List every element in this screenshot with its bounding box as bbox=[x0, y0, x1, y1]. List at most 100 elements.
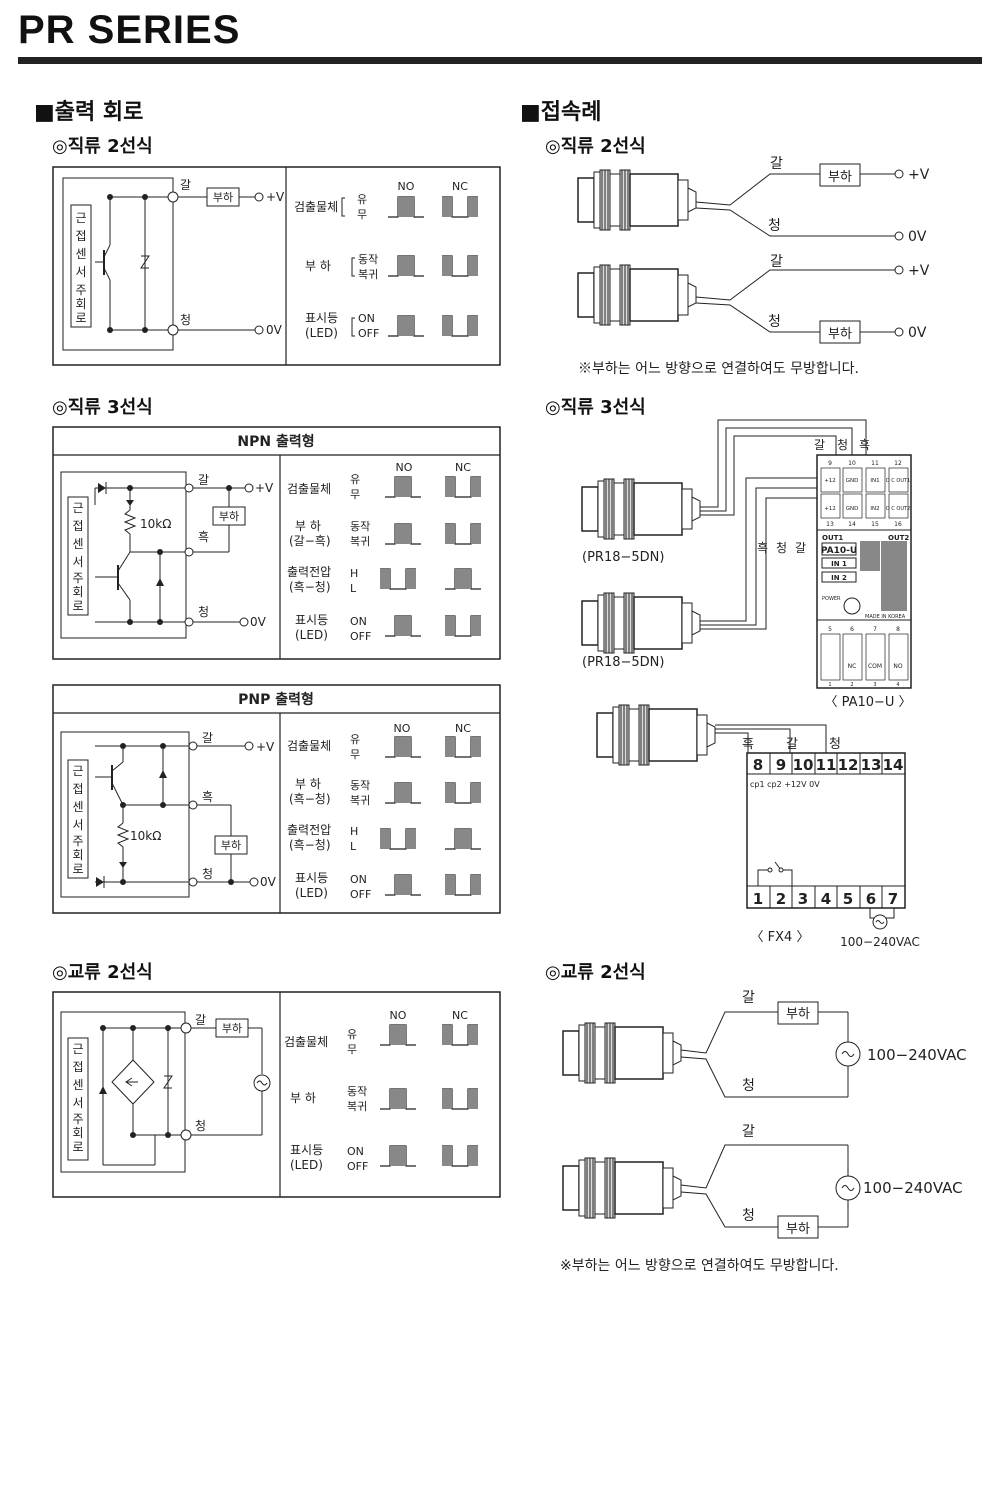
ac2-labels: 근 접 센 서 주 회 로 갈 청 부하 NO NC 검출물체 유 무 부 하 … bbox=[72, 1009, 468, 1173]
conn-ac2 bbox=[562, 1001, 861, 1239]
ac-op: 동작 bbox=[347, 1085, 367, 1098]
terminal-label: 14 bbox=[848, 521, 856, 528]
terminal-label: O C OUT1 bbox=[886, 478, 910, 484]
ac-noobj: 무 bbox=[347, 1043, 357, 1056]
section-output-circuit: ■출력 회로 bbox=[34, 100, 144, 125]
pnp-load: 부하 bbox=[221, 838, 241, 852]
subhead-ac2-right: ◎교류 2선식 bbox=[545, 962, 646, 983]
model-2: (PR18−5DN) bbox=[582, 655, 664, 670]
conn1-zerov: 0V bbox=[908, 229, 927, 245]
sensor-char-3: 센 bbox=[75, 247, 86, 261]
pnp-h: H bbox=[350, 825, 358, 838]
fx4-supply: 100−240VAC bbox=[840, 935, 920, 949]
npn-h: H bbox=[350, 567, 358, 580]
sensor-char-1: 근 bbox=[75, 211, 86, 225]
conn-note-2: ※부하는 어느 방향으로 연결하여도 무방합니다. bbox=[560, 1258, 839, 1274]
npn-zerov: 0V bbox=[250, 615, 267, 629]
ind-on: ON bbox=[358, 312, 375, 325]
pnp-sensor-7: 로 bbox=[72, 862, 83, 876]
terminal-label: 8 bbox=[753, 756, 763, 774]
terminal-label: O C OUT2 bbox=[886, 506, 910, 512]
ac-sensor-1: 근 bbox=[72, 1042, 83, 1056]
pnp-panel bbox=[52, 684, 501, 914]
subhead-dc3-left: ◎직류 3선식 bbox=[52, 397, 153, 418]
terminal-label: MADE IN KOREA bbox=[865, 614, 906, 620]
terminal-label: 3 bbox=[798, 890, 808, 908]
pnp-loadrow: 부 하 bbox=[295, 777, 321, 791]
terminal-label: 10 bbox=[793, 756, 814, 774]
pnp-l: L bbox=[350, 840, 357, 853]
ac-sensor-5: 주 bbox=[72, 1112, 83, 1126]
load-op: 동작 bbox=[358, 253, 378, 266]
subhead-dc3-right: ◎직류 3선식 bbox=[545, 397, 646, 418]
pnp-no: NO bbox=[394, 722, 411, 735]
terminal-label: 11 bbox=[871, 460, 879, 467]
terminal-label: 12 bbox=[838, 756, 859, 774]
fx-brown: 갈 bbox=[786, 737, 798, 752]
conn-labels: 갈 부하 +V 청 0V 갈 +V 청 부하 0V ※부하는 어느 방향으로 연… bbox=[560, 156, 967, 1274]
npn-sensor-7: 로 bbox=[72, 599, 83, 613]
npn-l: L bbox=[350, 582, 357, 595]
npn-loadrow: 부 하 bbox=[295, 519, 321, 533]
ac-detect: 검출물체 bbox=[284, 1035, 328, 1049]
npn-outv: 출력전압 bbox=[287, 565, 331, 579]
conn-dc2 bbox=[577, 163, 904, 344]
terminal-label: 16 bbox=[894, 521, 902, 528]
npn-op: 동작 bbox=[350, 520, 370, 533]
led-label: (LED) bbox=[305, 326, 338, 340]
pnp-labels: PNP 출력형 근 접 센 서 주 회 로 10kΩ 갈 흑 청 부하 +V 0… bbox=[72, 691, 471, 901]
pnp-sensor-1: 근 bbox=[72, 764, 83, 778]
ac-conn1-load: 부하 bbox=[786, 1007, 810, 1022]
pnp-blue: 청 bbox=[202, 867, 213, 881]
terminal-label: 2 bbox=[776, 890, 786, 908]
terminal-label: 4 bbox=[821, 890, 831, 908]
pnp-plusv: +V bbox=[256, 740, 275, 754]
npn-blue: 청 bbox=[198, 605, 209, 619]
pnp-sensor-3: 센 bbox=[72, 800, 83, 814]
ac-conn1-brown: 갈 bbox=[742, 990, 755, 1006]
ac-on: ON bbox=[347, 1145, 364, 1158]
npn-detect: 검출물체 bbox=[287, 482, 331, 496]
ac-off: OFF bbox=[347, 1160, 368, 1173]
pnp-detect: 검출물체 bbox=[287, 739, 331, 753]
pnp-on: ON bbox=[350, 873, 367, 886]
terminal-label: 5 bbox=[828, 626, 832, 633]
ac-indicator: 표시등 bbox=[290, 1143, 323, 1157]
terminal-label: 6 bbox=[866, 890, 876, 908]
pa10-model: PA10-U bbox=[821, 546, 857, 556]
npn-brown: 갈 bbox=[198, 473, 209, 487]
page-title: PR SERIES bbox=[18, 8, 241, 52]
pnp-sensor-2: 접 bbox=[72, 782, 83, 796]
terminal-label: 1 bbox=[828, 682, 831, 688]
pnp-title: PNP 출력형 bbox=[238, 691, 314, 708]
terminal-label: GND bbox=[846, 506, 859, 512]
pnp-res: 10kΩ bbox=[130, 829, 161, 843]
terminal-label: 7 bbox=[873, 626, 877, 633]
ac-sensor-6: 회 bbox=[72, 1126, 83, 1140]
ac-brown: 갈 bbox=[195, 1013, 206, 1027]
terminal-label: 12 bbox=[894, 460, 902, 467]
npn-sensor-6: 회 bbox=[72, 585, 83, 599]
pnp-led: (LED) bbox=[295, 886, 328, 900]
ac-rst: 복귀 bbox=[347, 1100, 367, 1113]
conn2-blue: 청 bbox=[768, 314, 781, 330]
load-rst: 복귀 bbox=[358, 268, 378, 281]
ac-conn1-blue: 청 bbox=[742, 1078, 755, 1094]
ac-sensor-3: 센 bbox=[72, 1078, 83, 1092]
subhead-dc2-left: ◎직류 2선식 bbox=[52, 136, 153, 157]
pnp-off: OFF bbox=[350, 888, 371, 901]
terminal-label: OUT2 bbox=[888, 534, 909, 542]
conn2-plusv: +V bbox=[908, 263, 930, 279]
terminal-label: +12 bbox=[824, 506, 836, 512]
terminal-label: NO bbox=[893, 663, 902, 670]
load-row-label: 부 하 bbox=[305, 259, 331, 273]
pa-blue-2: 청 bbox=[776, 541, 787, 555]
detect-no: 무 bbox=[357, 208, 367, 221]
ac-sensor-4: 서 bbox=[72, 1096, 83, 1110]
npn-labels: NPN 출력형 근 접 센 서 주 회 로 10kΩ 갈 흑 청 부하 +V 0… bbox=[72, 433, 471, 643]
pa-black: 흑 bbox=[859, 438, 870, 452]
conn-dc3 bbox=[581, 419, 912, 930]
ac-led: (LED) bbox=[290, 1158, 323, 1172]
npn-nc: NC bbox=[455, 461, 471, 474]
sensor-char-5: 주 bbox=[75, 283, 86, 297]
